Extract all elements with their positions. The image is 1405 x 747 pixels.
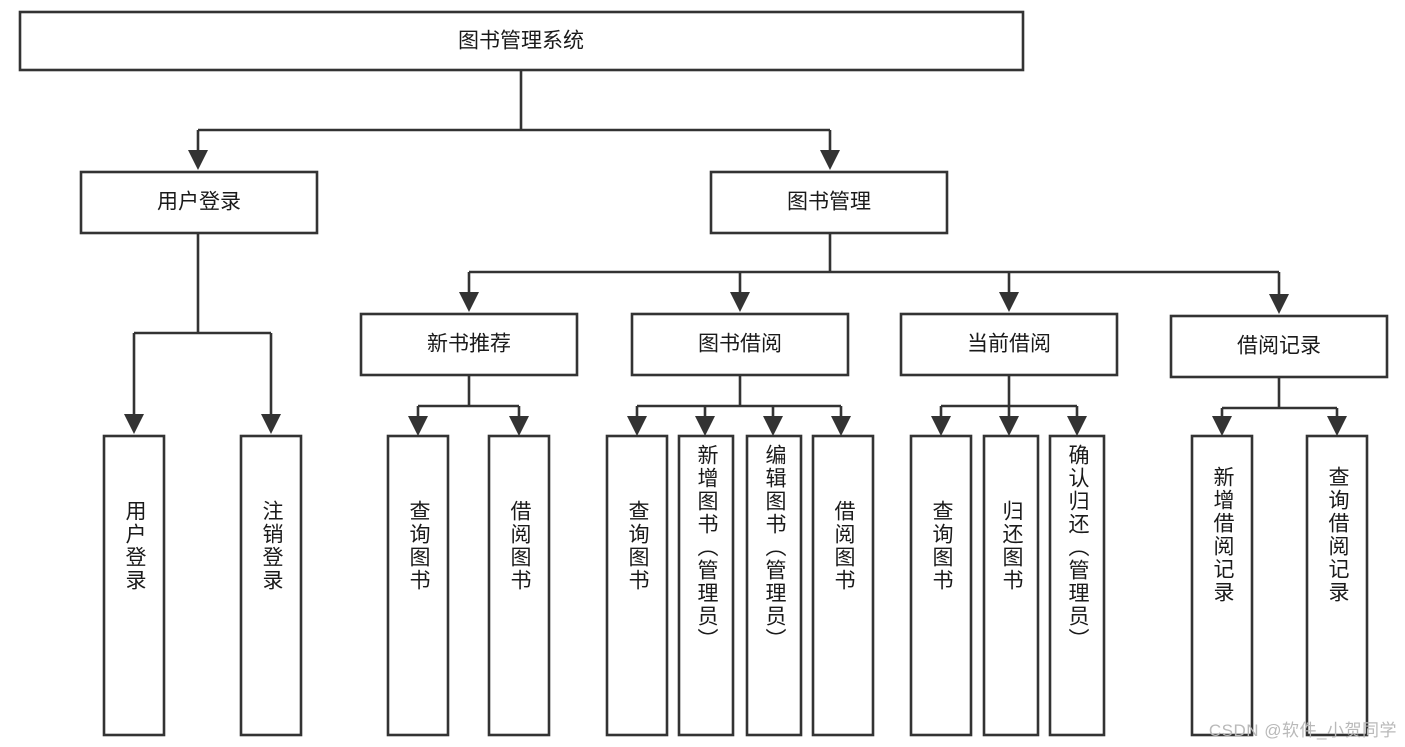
connector-group-user-login — [124, 233, 281, 434]
leaf-new-book-1-box[interactable] — [487, 434, 551, 737]
node-new-book-recommend[interactable]: 新书推荐 — [359, 312, 579, 377]
node-current-borrow-label: 当前借阅 — [967, 333, 1051, 356]
connector-group-current-borrow — [931, 375, 1087, 436]
leaf-book-borrow-2-box[interactable] — [745, 434, 803, 737]
node-root-label: 图书管理系统 — [458, 30, 584, 53]
leaf-book-borrow-3-box[interactable] — [811, 434, 875, 737]
connector-group-book-borrow — [627, 375, 851, 436]
leaf-group-book-borrow — [605, 434, 875, 737]
leaf-new-book-0-box[interactable] — [386, 434, 450, 737]
node-current-borrow-box[interactable] — [899, 312, 1119, 377]
node-current-borrow[interactable]: 当前借阅 — [899, 312, 1119, 377]
node-new-book-recommend-box[interactable] — [359, 312, 579, 377]
node-book-management[interactable]: 图书管理 — [709, 170, 949, 235]
leaf-group-current-borrow — [909, 434, 1106, 737]
arrow-new-book-leaf-1-icon — [509, 416, 529, 436]
arrow-book-borrow-leaf-1-icon — [695, 416, 715, 436]
watermark-text: CSDN @软件_小贺同学 — [1208, 721, 1397, 740]
leaf-current-borrow-2-box[interactable] — [1048, 434, 1106, 737]
connector-group-borrow-record — [1212, 377, 1347, 436]
node-user-login[interactable]: 用户登录 — [79, 170, 319, 235]
arrow-user-login-leaf-0-icon — [124, 414, 144, 434]
node-book-management-box[interactable] — [709, 170, 949, 235]
arrow-current-borrow-leaf-0-icon — [931, 416, 951, 436]
connector-group-book-mgmt — [459, 233, 1289, 314]
leaf-user-login-1-box[interactable] — [239, 434, 303, 737]
leaf-book-borrow-0-box[interactable] — [605, 434, 669, 737]
arrow-book-borrow-leaf-2-icon — [763, 416, 783, 436]
node-root-box[interactable] — [18, 10, 1025, 72]
node-user-login-label: 用户登录 — [157, 191, 241, 214]
leaf-group-user-login — [102, 434, 303, 737]
arrow-current-borrow-leaf-1-icon — [999, 416, 1019, 436]
node-borrow-record[interactable]: 借阅记录 — [1169, 314, 1389, 379]
leaf-user-login-0-box[interactable] — [102, 434, 166, 737]
leaf-current-borrow-0-box[interactable] — [909, 434, 973, 737]
node-user-login-box[interactable] — [79, 170, 319, 235]
arrow-borrow-record-leaf-1-icon — [1327, 416, 1347, 436]
connector-group-new-book — [408, 375, 529, 436]
arrow-book-borrow-leaf-3-icon — [831, 416, 851, 436]
node-book-borrow-box[interactable] — [630, 312, 850, 377]
node-book-management-label: 图书管理 — [787, 191, 871, 214]
leaf-book-borrow-1-box[interactable] — [677, 434, 735, 737]
node-borrow-record-box[interactable] — [1169, 314, 1389, 379]
arrow-borrow-record-leaf-0-icon — [1212, 416, 1232, 436]
arrow-book-mgmt-child-2-icon — [999, 292, 1019, 312]
arrow-book-mgmt-child-1-icon — [730, 292, 750, 312]
node-borrow-record-label: 借阅记录 — [1237, 335, 1321, 358]
leaf-borrow-record-1-box[interactable] — [1305, 434, 1369, 737]
node-book-borrow[interactable]: 图书借阅 — [630, 312, 850, 377]
arrow-new-book-leaf-0-icon — [408, 416, 428, 436]
node-new-book-recommend-label: 新书推荐 — [427, 333, 511, 356]
leaf-current-borrow-1-box[interactable] — [982, 434, 1040, 737]
arrow-root-to-book-mgmt-icon — [820, 150, 840, 170]
leaf-group-borrow-record — [1190, 434, 1369, 737]
leaf-group-new-book — [386, 434, 551, 737]
arrow-book-borrow-leaf-0-icon — [627, 416, 647, 436]
arrow-current-borrow-leaf-2-icon — [1067, 416, 1087, 436]
arrow-book-mgmt-child-3-icon — [1269, 294, 1289, 314]
node-root[interactable]: 图书管理系统 — [18, 10, 1025, 72]
arrow-book-mgmt-child-0-icon — [459, 292, 479, 312]
arrow-root-to-user-login-icon — [188, 150, 208, 170]
connector-group-root — [188, 70, 840, 170]
arrow-user-login-leaf-1-icon — [261, 414, 281, 434]
leaf-borrow-record-0-box[interactable] — [1190, 434, 1254, 737]
node-book-borrow-label: 图书借阅 — [698, 333, 782, 356]
